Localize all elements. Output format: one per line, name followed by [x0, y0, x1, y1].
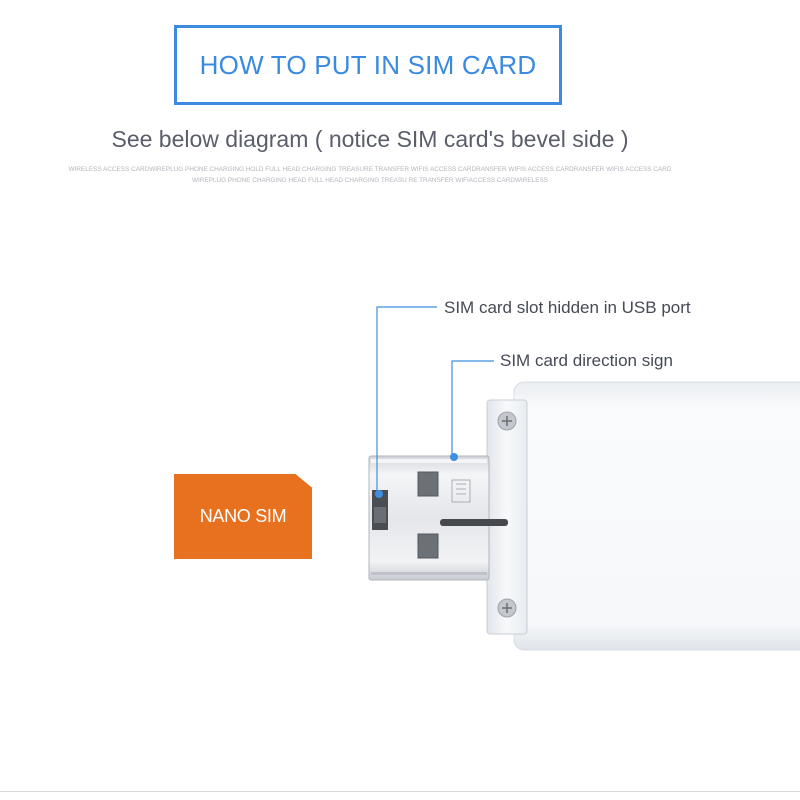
screw-icon — [497, 411, 517, 431]
callout-line-direction — [450, 360, 494, 461]
nano-sim-label: NANO SIM — [199, 506, 287, 526]
fine-print-line-2: WIREPLUG PHONE CHARGING HEAD FULL HEAD C… — [191, 177, 549, 184]
page-title: HOW TO PUT IN SIM CARD — [199, 49, 537, 80]
screw-icon — [497, 598, 517, 618]
callout-label-direction: SIM card direction sign — [500, 351, 673, 370]
subtitle: See below diagram ( notice SIM card's be… — [111, 126, 629, 152]
nano-sim-card: NANO SIM — [174, 474, 312, 559]
sim-slot-opening — [372, 490, 388, 530]
usb-plug-hole — [417, 471, 439, 497]
callout-label-slot: SIM card slot hidden in USB port — [444, 298, 691, 317]
bottom-divider — [0, 791, 800, 792]
title-box: HOW TO PUT IN SIM CARD — [174, 25, 562, 105]
fine-print-line-1: WIRELESS ACCESS CARDWIREPLUG PHONE CHARG… — [68, 166, 672, 173]
sim-direction-sign-icon — [440, 479, 508, 526]
modem-body — [513, 381, 800, 651]
usb-plug — [368, 455, 490, 581]
callout-line-slot — [375, 306, 437, 498]
usb-plug-hole — [417, 533, 439, 559]
